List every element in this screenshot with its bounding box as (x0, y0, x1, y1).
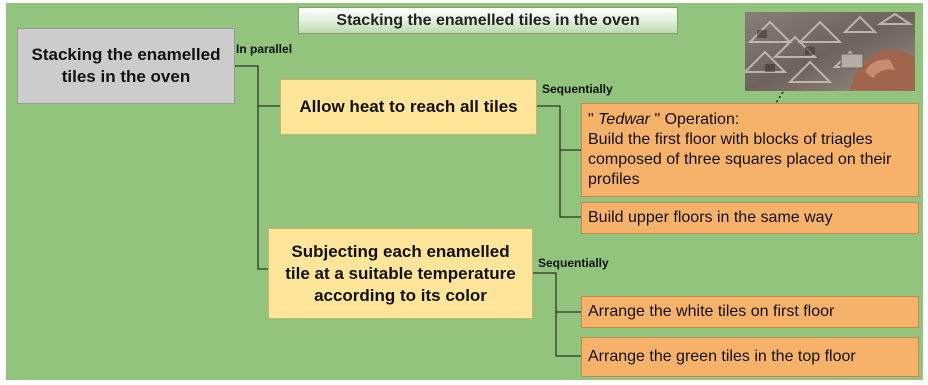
step-node-white-tiles: Arrange the white tiles on first floor (581, 296, 919, 328)
step-node-upper-floors: Build upper floors in the same way (581, 202, 919, 234)
diagram-title: Stacking the enamelled tiles in the oven (298, 7, 678, 34)
connector-root-branch2 (257, 106, 268, 270)
connector-branch2-step1 (533, 272, 581, 313)
step-node-green-tiles: Arrange the green tiles in the top floor (581, 337, 919, 377)
connector-label-sequential-1: Sequentially (542, 82, 613, 96)
connector-label-sequential-2: Sequentially (538, 256, 609, 270)
branch-node-temperature: Subjecting each enamelled tile at a suit… (268, 228, 533, 319)
step-tedwar-text: Build the first floor with blocks of tri… (588, 131, 892, 188)
tile-stacking-photo (745, 12, 915, 91)
quote-open: " (588, 111, 599, 128)
root-node: Stacking the enamelled tiles in the oven (17, 28, 235, 104)
connector-branch1-step2 (559, 150, 581, 218)
connector-root-branch1 (235, 65, 280, 107)
connector-branch1-step1 (537, 105, 581, 151)
connector-branch2-step2 (555, 312, 581, 357)
quote-close-operation: " Operation: (650, 111, 740, 128)
branch-node-heat: Allow heat to reach all tiles (280, 79, 537, 135)
step-tedwar-heading: " Tedwar " Operation: (588, 110, 739, 130)
term-tedwar: Tedwar (598, 111, 651, 128)
step-node-tedwar: " Tedwar " Operation: Build the first fl… (581, 103, 919, 197)
connector-label-parallel: In parallel (236, 42, 293, 56)
